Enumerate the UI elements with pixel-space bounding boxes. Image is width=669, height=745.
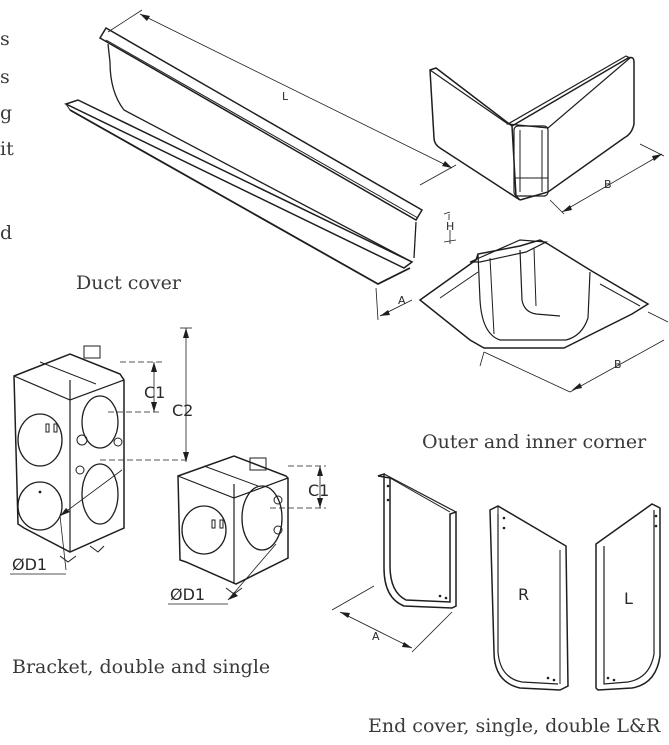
corner-caption: Outer and inner corner [422, 431, 647, 453]
duct-cover-drawing: L H A [64, 9, 457, 321]
end-cover-caption: End cover, single, double L&R [368, 715, 661, 737]
outer-corner-drawing: B [429, 55, 665, 215]
single-bracket-drawing: C1 ØD1 [168, 455, 329, 605]
double-bracket-c2-label: C2 [172, 401, 193, 420]
left-text-fragment: it [0, 138, 14, 160]
end-cover-r-label: R [518, 585, 529, 604]
duct-cover-caption: Duct cover [76, 272, 181, 294]
end-cover-left-drawing: L [595, 503, 661, 691]
duct-length-label: L [282, 90, 289, 103]
end-cover-single-drawing: A [331, 472, 457, 653]
duct-width-label: A [398, 294, 406, 307]
left-text-fragment: s [0, 28, 10, 50]
duct-height-label: H [446, 220, 454, 233]
single-bracket-d1-label: ØD1 [170, 585, 205, 604]
double-bracket-c1-label: C1 [144, 383, 165, 402]
outer-corner-b-label: B [604, 178, 612, 191]
single-bracket-c1-label: C1 [308, 481, 329, 500]
bracket-caption: Bracket, double and single [12, 656, 271, 678]
double-bracket-d1-label: ØD1 [12, 555, 47, 574]
end-cover-a-label: A [372, 630, 380, 643]
inner-corner-b-label: B [614, 358, 622, 371]
end-cover-right-drawing: R [489, 505, 569, 691]
left-text-fragment: s [0, 66, 10, 88]
left-text-fragment: g [0, 102, 13, 124]
double-bracket-drawing: C1 C2 ØD1 [10, 327, 193, 575]
left-text-fragment: d [0, 222, 13, 244]
end-cover-l-label: L [624, 589, 633, 608]
inner-corner-drawing: B [418, 239, 669, 393]
